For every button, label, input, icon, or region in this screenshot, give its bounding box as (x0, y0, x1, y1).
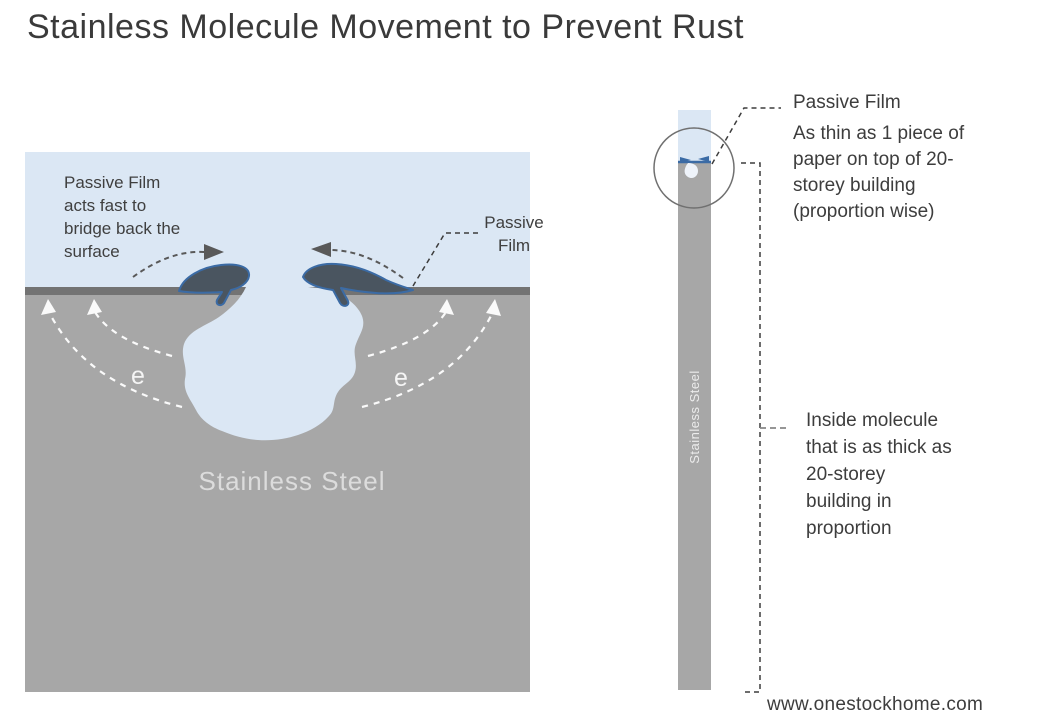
stainless-steel-bar (678, 162, 711, 690)
website-url: www.onestockhome.com (767, 694, 984, 715)
film-layer-bar-top (678, 110, 711, 162)
film-bridge-arrow-left-icon (132, 244, 224, 278)
passive-film-leader-line (412, 232, 478, 287)
molecule-note-text: Inside molecule that is as thick as 20-s… (806, 410, 952, 539)
magnifier-circle-icon (653, 127, 735, 209)
film-note-title: Passive Film (793, 92, 901, 113)
bar-height-bracket-line (741, 162, 761, 693)
mini-film-arrow-left-icon (680, 157, 691, 163)
mini-film-arrow-right-icon (698, 156, 709, 162)
electron-arrow-right-outer-icon (361, 299, 501, 409)
electrolyte-sky-area (25, 152, 530, 287)
corrosion-pit (182, 287, 364, 441)
bridge-caption: Passive Film acts fast to bridge back th… (64, 173, 181, 261)
steel-bar-label: Stainless Steel (686, 370, 702, 464)
film-bridge-arrow-right-icon (311, 242, 404, 279)
surface-film-band-right (300, 287, 530, 295)
cross-section-diagram (25, 152, 530, 692)
film-note-leader-line (711, 107, 781, 165)
mini-pit-blob (684, 163, 698, 179)
electron-arrow-left-inner-icon (87, 299, 173, 358)
electron-symbol-left: e (131, 362, 145, 390)
electron-arrow-right-inner-icon (367, 299, 454, 358)
electron-symbol-right: e (394, 364, 408, 392)
passive-film-label: Passive Film (484, 213, 544, 255)
stainless-steel-label: Stainless Steel (198, 466, 386, 496)
film-note-text: As thin as 1 piece of paper on top of 20… (793, 123, 965, 222)
proportion-diagram (653, 107, 787, 693)
electron-arrow-left-outer-icon (41, 299, 183, 409)
surface-film-band-left (25, 287, 246, 295)
page-title: Stainless Molecule Movement to Prevent R… (27, 8, 744, 46)
passive-film-flap-right (302, 262, 414, 307)
passive-film-flap-left (178, 263, 251, 307)
